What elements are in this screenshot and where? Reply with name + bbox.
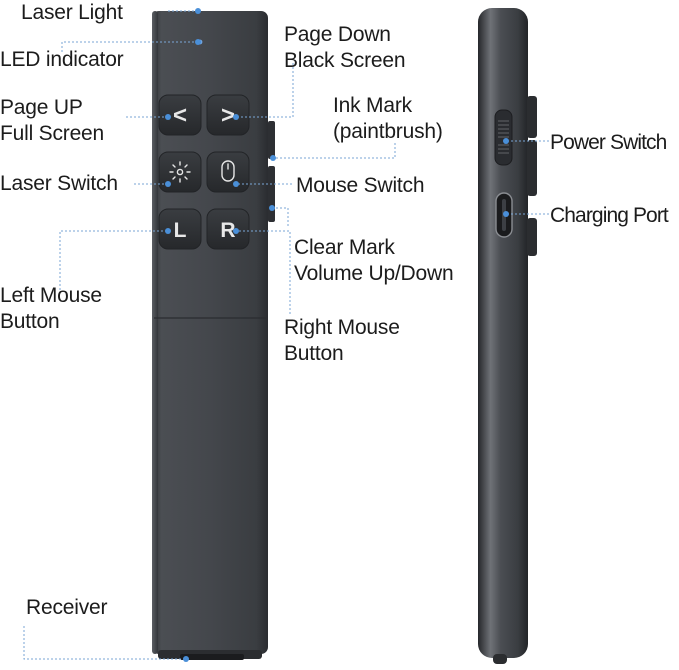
label-page-down: Page Down Black Screen [284,22,406,74]
label-laser-light: Laser Light [21,0,123,26]
clear-mark-side-button[interactable] [268,166,275,222]
power-switch-grip [498,120,509,154]
sun-burst-icon [169,161,191,183]
leader-lines [23,10,549,660]
receiver-slot [180,654,244,660]
label-ink-mark-line1: Ink Mark [333,94,412,117]
label-power-switch: Power Switch [550,130,667,156]
mouse-switch-button[interactable] [206,151,250,193]
label-receiver-text: Receiver [26,596,108,619]
side-button-bottom[interactable] [527,218,537,256]
left-mouse-button-label: L [174,219,187,242]
side-receiver-tip [493,654,507,664]
label-charging-port-text: Charging Port [550,204,669,227]
page-up-button[interactable]: < [158,94,202,136]
marker-power-switch [503,138,509,144]
marker-ink-mark [270,155,276,161]
marker-led [195,39,201,45]
side-button-upper[interactable] [527,96,537,138]
label-left-mouse-line1: Left Mouse [0,284,102,307]
label-page-up: Page UP Full Screen [0,95,104,147]
label-left-mouse: Left Mouse Button [0,283,102,335]
label-right-mouse-line2: Button [284,342,344,365]
side-button-lower[interactable] [527,140,537,196]
marker-page-up [165,114,171,120]
label-laser-switch-text: Laser Switch [0,172,118,195]
marker-laser-switch [165,181,171,187]
marker-receiver [183,656,189,662]
marker-right-mouse [233,228,239,234]
marker-laser-light [195,8,201,14]
label-laser-switch: Laser Switch [0,171,118,197]
page-down-button[interactable]: > [206,94,250,136]
presenter-side-view [478,8,537,664]
label-right-mouse: Right Mouse Button [284,315,400,367]
label-clear-mark-line1: Clear Mark [294,236,395,259]
label-laser-light-text: Laser Light [21,1,123,24]
presenter-front-view: < > [152,11,275,660]
presenter-left-rail [152,11,158,654]
label-right-mouse-line1: Right Mouse [284,316,400,339]
label-page-up-line2: Full Screen [0,122,105,145]
label-page-down-line1: Page Down [284,23,391,46]
label-clear-mark-line2: Volume Up/Down [294,262,454,285]
label-led-indicator-text: LED indicator [0,48,124,71]
ink-mark-side-button[interactable] [268,121,275,159]
marker-page-down [233,114,239,120]
label-ink-mark-line2: (paintbrush) [333,120,443,143]
label-led-indicator: LED indicator [0,47,124,73]
marker-charging-port [503,211,509,217]
label-mouse-switch-text: Mouse Switch [296,174,425,197]
label-page-up-line1: Page UP [0,96,83,119]
page-up-button-label: < [173,102,187,129]
marker-clear-mark [269,205,275,211]
side-body [478,8,528,658]
label-charging-port: Charging Port [550,203,669,229]
callout-markers [165,8,509,662]
right-mouse-button[interactable]: R [206,208,250,250]
label-left-mouse-line2: Button [0,310,60,333]
label-mouse-switch: Mouse Switch [296,173,425,199]
label-power-switch-text: Power Switch [550,131,667,154]
marker-mouse-switch [233,181,239,187]
label-page-down-line2: Black Screen [284,49,406,72]
left-mouse-button[interactable]: L [158,208,202,250]
label-receiver: Receiver [26,595,107,621]
page-down-button-label: > [221,102,235,129]
marker-left-mouse [165,228,171,234]
label-clear-mark: Clear Mark Volume Up/Down [294,235,454,287]
mouse-icon [221,160,235,182]
right-mouse-button-label: R [220,219,235,242]
laser-switch-button[interactable] [158,151,202,193]
label-ink-mark: Ink Mark (paintbrush) [333,93,443,145]
